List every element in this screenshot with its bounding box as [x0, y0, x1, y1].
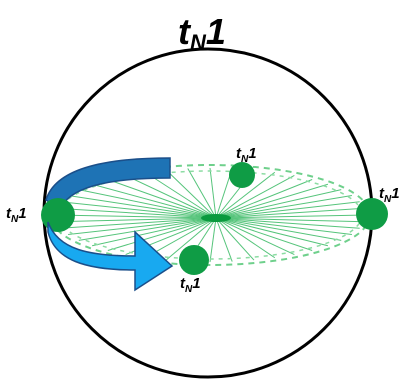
- spindle-spoke: [60, 217, 217, 229]
- arrow-back-band: [45, 157, 171, 212]
- spindle-spoke: [215, 207, 365, 219]
- spindle-spoke: [68, 194, 217, 219]
- spindle-spoke: [215, 217, 233, 262]
- spindle-spoke: [91, 217, 217, 247]
- spindle-spoke: [55, 217, 217, 223]
- spindle-spoke: [215, 217, 342, 241]
- spindle-spoke: [215, 217, 329, 247]
- spindle-spoke: [215, 194, 352, 219]
- spindle-spoke: [215, 171, 276, 219]
- spindle-spoke: [187, 168, 217, 219]
- point-label-left: tN1: [6, 205, 27, 225]
- spindle-spoke: [144, 217, 217, 259]
- spindle-spoke: [209, 167, 217, 219]
- spindle-spoke: [91, 183, 217, 219]
- spindle-spoke: [215, 217, 255, 261]
- spindle-spoke: [215, 183, 329, 219]
- spindle-spoke: [215, 175, 295, 219]
- spindle-spoke: [215, 214, 367, 219]
- point-label-right: tN1: [379, 185, 400, 205]
- spindle-spoke: [55, 207, 217, 219]
- spindle-spoke: [215, 217, 295, 255]
- spindle-spokes: [53, 167, 367, 263]
- spindle-spoke: [165, 169, 217, 219]
- spindle-spoke: [215, 189, 342, 219]
- center-body: [201, 214, 231, 222]
- spindle-spoke: [165, 217, 217, 261]
- spindle-spoke: [215, 217, 276, 259]
- spindle-spoke: [60, 201, 217, 219]
- spindle-spoke: [215, 201, 360, 219]
- spindle-spoke: [107, 179, 217, 219]
- spindle-spoke: [125, 175, 217, 219]
- spindle-spoke: [215, 179, 313, 219]
- spindle-spoke: [78, 189, 217, 219]
- point-left: [41, 198, 75, 232]
- point-top: [229, 162, 255, 188]
- spindle-spoke: [107, 217, 217, 251]
- spindle-spoke: [215, 217, 360, 229]
- title-label: tN1: [178, 11, 226, 55]
- spindle-spoke: [215, 217, 365, 223]
- spindle-spoke: [215, 217, 313, 251]
- point-right: [356, 198, 388, 230]
- spindle-spoke: [209, 217, 217, 263]
- spindle-spoke: [68, 217, 217, 236]
- spindle-spoke: [78, 217, 217, 241]
- spindle-spoke: [53, 214, 217, 219]
- spindle-spoke: [144, 171, 217, 219]
- point-label-bottom: tN1: [180, 275, 201, 295]
- spindle-spoke: [215, 217, 352, 236]
- point-bottom: [179, 245, 209, 275]
- arrow-front: [47, 221, 174, 292]
- point-label-top: tN1: [236, 145, 257, 165]
